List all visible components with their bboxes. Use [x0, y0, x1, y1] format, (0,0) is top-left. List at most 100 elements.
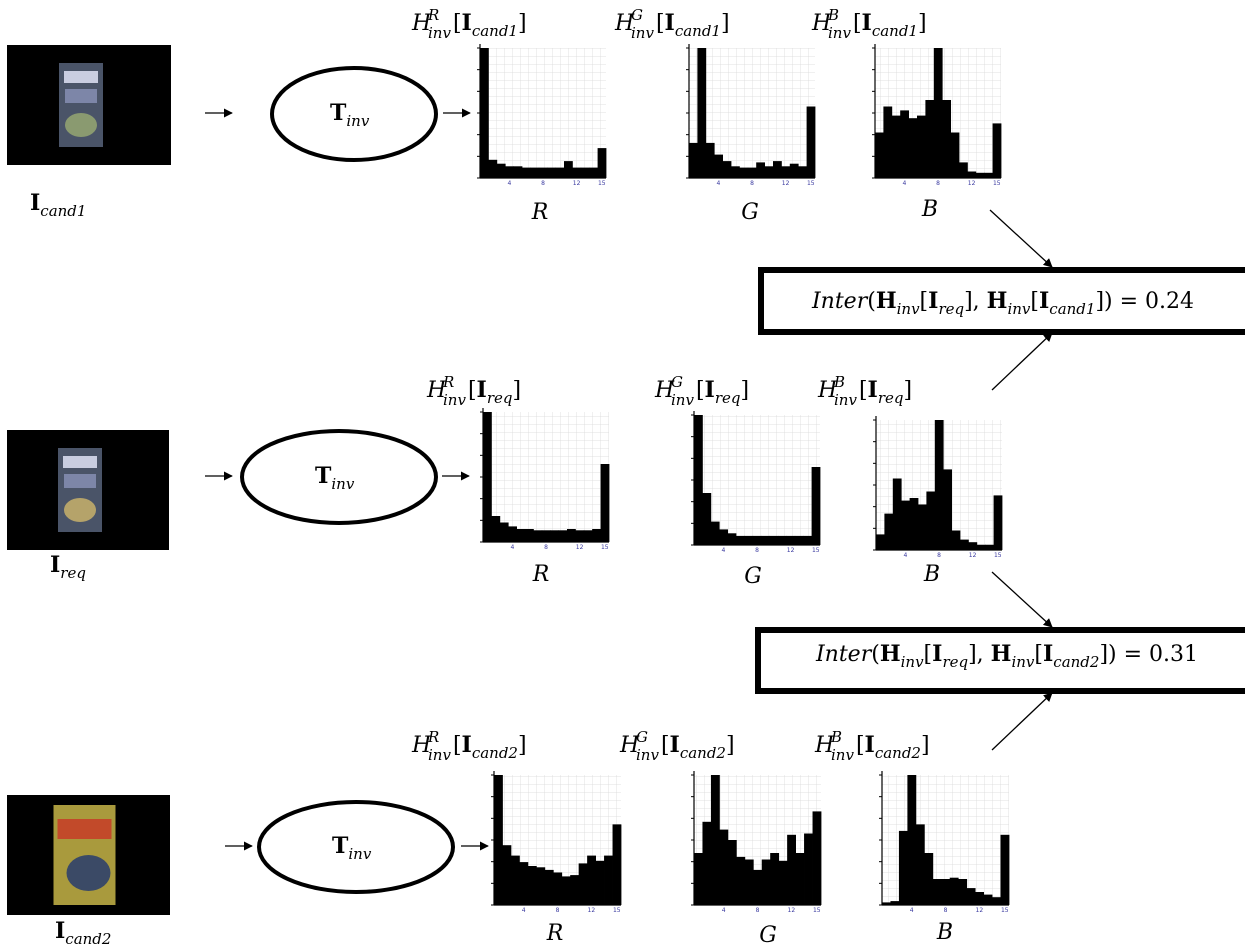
transform-ellipse	[270, 66, 438, 162]
histogram-bar	[564, 161, 573, 178]
histogram-bar	[558, 530, 568, 542]
histogram-bar	[812, 811, 822, 905]
histogram-bar	[932, 879, 942, 905]
x-tick-label: 12	[588, 907, 596, 914]
intersection-result: Inter(Hinv[Ireq], Hinv[Icand2]) = 0.31	[815, 641, 1198, 671]
histogram-bar	[918, 504, 927, 550]
x-tick-label: 15	[613, 907, 621, 914]
result-box	[758, 267, 1245, 335]
histogram-bar	[744, 535, 754, 545]
histogram-bar	[984, 172, 993, 178]
histogram-bar	[909, 498, 919, 550]
image-label: Icand1	[30, 190, 86, 220]
histogram-bar	[794, 535, 804, 545]
histogram-bar	[925, 100, 935, 178]
histogram-bar	[744, 859, 754, 905]
histogram-bar	[575, 530, 585, 542]
x-tick-label: 12	[787, 547, 795, 554]
pointer-arrow	[989, 209, 1053, 268]
histogram-bar	[604, 855, 613, 905]
histogram-bar	[787, 834, 796, 905]
histogram-bar	[525, 529, 534, 542]
histogram-grid	[480, 48, 606, 178]
x-tick-label: 15	[993, 180, 1001, 187]
x-tick-label: 8	[755, 547, 759, 554]
x-tick-label: 4	[910, 907, 914, 914]
histogram-bar	[884, 513, 894, 550]
histogram-bar	[958, 879, 968, 905]
x-tick-label: 4	[903, 552, 907, 559]
histogram-bar	[773, 161, 782, 178]
product-artwork	[65, 113, 97, 137]
histogram-bar	[483, 412, 492, 542]
transform-label: Tinv	[330, 100, 370, 130]
pointer-arrow	[991, 332, 1053, 391]
histogram-bar	[488, 159, 498, 178]
x-tick-label: 8	[750, 180, 754, 187]
histogram-bar	[804, 833, 813, 905]
histogram-bar	[795, 853, 805, 905]
histogram-bar	[926, 491, 936, 550]
histogram-bar	[993, 495, 1003, 550]
histogram-bar	[736, 856, 746, 905]
histogram-bar	[949, 877, 959, 905]
transform-label: Tinv	[332, 833, 372, 863]
histogram-bar	[522, 167, 531, 178]
histogram-bar	[739, 167, 749, 178]
histogram-bar	[983, 894, 993, 905]
x-tick-label: 4	[902, 180, 906, 187]
histogram-bar	[992, 123, 1002, 178]
histogram-bar	[761, 859, 771, 905]
x-tick-label: 4	[716, 180, 720, 187]
histogram-bar	[541, 530, 551, 542]
histogram-bar	[710, 521, 720, 545]
x-tick-label: 4	[721, 547, 725, 554]
channel-label: R	[532, 562, 550, 587]
histogram-bar	[583, 530, 593, 542]
histogram-bar	[769, 535, 779, 545]
pointer-arrow	[991, 571, 1053, 628]
histogram-bar	[553, 872, 563, 905]
x-tick-label: 8	[541, 180, 545, 187]
x-tick-label: 8	[544, 544, 548, 551]
x-tick-label: 8	[944, 907, 948, 914]
histogram-bar	[892, 478, 902, 550]
histogram-bar	[803, 535, 812, 545]
histogram-bar	[508, 526, 517, 542]
histogram-bar	[875, 132, 884, 178]
histogram-bar	[513, 166, 523, 178]
channel-label: R	[531, 200, 549, 225]
x-tick-label: 8	[556, 907, 560, 914]
histogram-grid	[483, 412, 609, 542]
product-artwork	[66, 855, 111, 891]
object-image	[7, 45, 171, 165]
histogram-bar	[491, 516, 501, 542]
channel-label: B	[923, 562, 940, 587]
histogram-bar	[811, 467, 821, 545]
channel-label: R	[546, 921, 564, 946]
histogram-bar	[561, 876, 571, 905]
x-tick-label: 8	[756, 907, 760, 914]
histogram-bar	[530, 167, 540, 178]
pointer-arrow	[991, 692, 1053, 751]
histogram-bar	[555, 167, 565, 178]
product-logo	[63, 456, 97, 468]
histogram-bar	[976, 544, 986, 550]
histogram-bar	[966, 888, 976, 905]
histogram-bar	[992, 897, 1001, 905]
histogram-bar	[572, 167, 582, 178]
x-tick-label: 12	[788, 907, 796, 914]
histogram-bar	[806, 106, 816, 178]
histogram-bar	[778, 535, 787, 545]
histogram-bar	[770, 853, 780, 905]
histogram-bar	[710, 775, 720, 905]
transform-label: Tinv	[315, 463, 355, 493]
